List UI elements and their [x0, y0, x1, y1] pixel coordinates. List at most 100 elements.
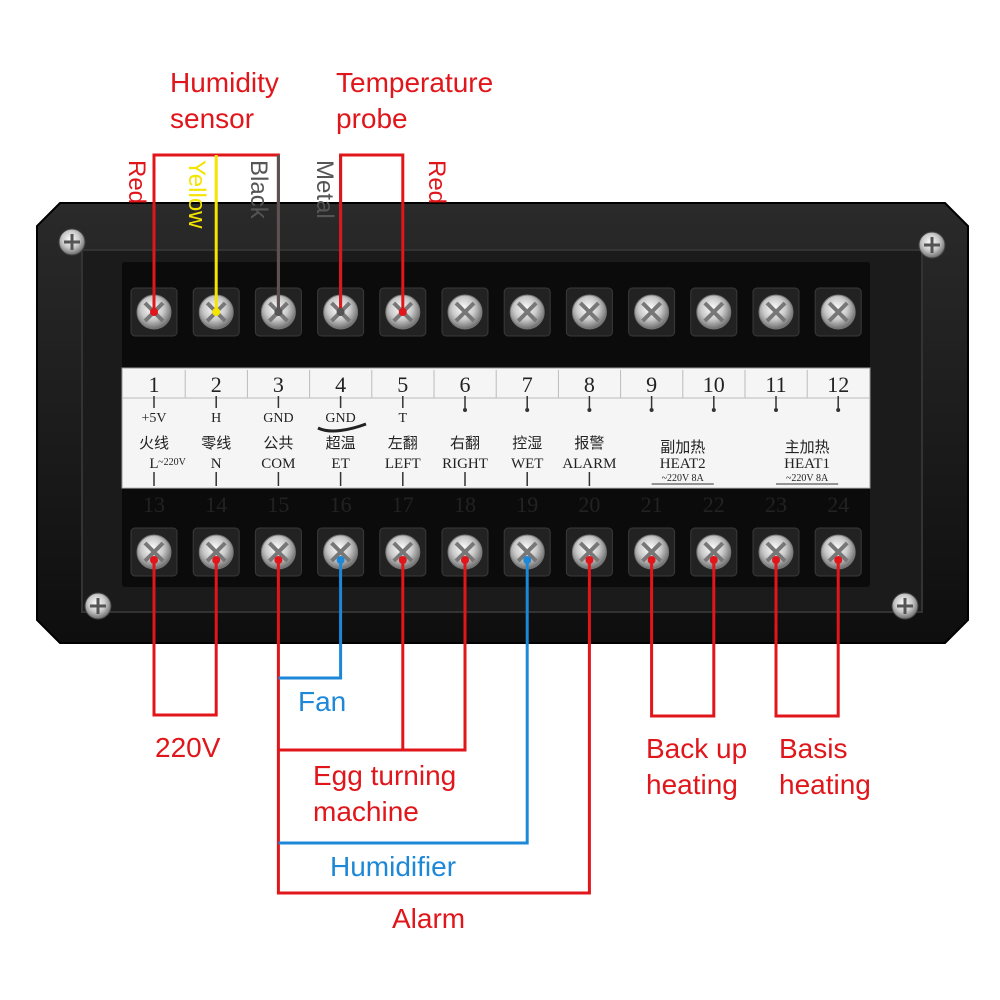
terminal-number-19: 19 — [516, 492, 538, 517]
wire-contact — [709, 556, 718, 564]
terminal-number-8: 8 — [584, 372, 595, 397]
heat2-rating: ~220V 8A — [662, 473, 705, 484]
humidifier-wire — [278, 560, 529, 845]
terminal-screw-8 — [565, 287, 613, 337]
gnd-marker — [317, 422, 367, 433]
function-cn-19: 控湿 — [512, 435, 542, 452]
screw-slot — [143, 541, 165, 563]
terminal-signal-2: H — [211, 411, 221, 426]
terminal-signal-3: GND — [263, 411, 293, 426]
terminal-number-9: 9 — [646, 372, 657, 397]
terminal-screw-6 — [441, 287, 489, 337]
screw-slot — [454, 301, 476, 323]
function-en-18: RIGHT — [442, 456, 488, 472]
terminal-number-18: 18 — [454, 492, 476, 517]
screw-slot — [392, 541, 414, 563]
terminal-number-20: 20 — [578, 492, 600, 517]
terminal-screw-22 — [690, 527, 738, 577]
function-cn-17: 左翻 — [388, 435, 418, 452]
screw-slot — [578, 301, 600, 323]
terminal-dot — [649, 408, 654, 412]
heat1-cn: 主加热 — [785, 439, 830, 456]
terminal-dot — [587, 408, 592, 412]
power-rating: ~220V — [158, 457, 186, 468]
terminal-number-13: 13 — [143, 492, 165, 517]
wire-label-black: Black — [245, 160, 272, 219]
wire-label-red-5: Red — [423, 160, 450, 205]
terminal-number-5: 5 — [397, 372, 408, 397]
wire-contact — [150, 308, 158, 316]
function-en-16: ET — [331, 456, 349, 472]
screw-slot — [827, 301, 849, 323]
heat1-en: HEAT1 — [784, 456, 830, 472]
screw-slot — [765, 541, 787, 563]
wire-label-red-1: Red — [123, 160, 150, 205]
function-cn-18: 右翻 — [450, 435, 480, 452]
function-en-20: ALARM — [562, 456, 616, 472]
screw-slot — [454, 541, 476, 563]
terminal-number-15: 15 — [267, 492, 289, 517]
screw-slot — [703, 301, 725, 323]
terminal-signal-5: T — [399, 411, 408, 426]
terminal-screw-11 — [752, 287, 800, 337]
terminal-screw-23 — [752, 527, 800, 577]
screw-slot — [765, 301, 787, 323]
heat2-cn: 副加热 — [660, 439, 705, 456]
terminal-number-16: 16 — [330, 492, 352, 517]
terminal-screw-19 — [503, 527, 551, 577]
terminal-number-6: 6 — [460, 372, 471, 397]
terminal-dot — [463, 408, 467, 412]
terminal-number-10: 10 — [703, 372, 725, 397]
wire-contact — [150, 556, 158, 564]
wire-contact — [461, 556, 469, 564]
wire-contact — [834, 556, 843, 564]
function-cn-14: 零线 — [201, 435, 231, 452]
bottom-terminal-strip — [122, 487, 870, 587]
terminal-screw-9 — [628, 287, 676, 337]
function-en-19: WET — [511, 456, 543, 472]
terminal-number-21: 21 — [641, 492, 663, 517]
wire-contact — [647, 556, 656, 564]
function-cn-15: 公共 — [263, 435, 293, 452]
egg-turning-right — [278, 560, 467, 752]
function-cn-13: 火线 — [139, 435, 169, 452]
screw-slot — [641, 541, 663, 563]
heat2-en: HEAT2 — [660, 456, 706, 472]
terminal-screw-10 — [690, 287, 738, 337]
terminal-screw-18 — [441, 527, 489, 577]
terminal-number-4: 4 — [335, 372, 346, 397]
terminal-screw-12 — [814, 287, 862, 337]
screw-slot — [641, 301, 663, 323]
terminal-number-2: 2 — [211, 372, 222, 397]
terminal-signal-4: GND — [325, 411, 355, 426]
screw-slot — [703, 541, 725, 563]
terminal-dot — [525, 408, 530, 412]
terminal-number-24: 24 — [827, 492, 849, 517]
terminal-screw-16 — [317, 527, 365, 577]
fan-label: Fan — [298, 686, 347, 717]
terminal-screw-13 — [130, 527, 178, 577]
wire-contact — [274, 308, 283, 316]
terminal-number-22: 22 — [703, 492, 725, 517]
terminal-dot — [711, 408, 716, 412]
power-loop — [152, 560, 218, 717]
terminal-screw-21 — [628, 527, 676, 577]
terminal-number-7: 7 — [522, 372, 533, 397]
top-terminal-strip — [122, 262, 870, 370]
wire-label-metal: Metal — [311, 160, 338, 219]
terminal-number-17: 17 — [392, 492, 414, 517]
terminal-dot — [774, 408, 778, 412]
power-label: 220V — [155, 732, 221, 763]
basis-heating-loop — [774, 560, 840, 718]
screw-slot — [205, 541, 227, 563]
terminal-number-23: 23 — [765, 492, 787, 517]
function-en-14: N — [211, 456, 222, 472]
wire-contact — [398, 308, 407, 316]
function-en-13: L — [149, 456, 158, 472]
wire-contact — [585, 556, 594, 564]
screw-slot — [827, 541, 849, 563]
